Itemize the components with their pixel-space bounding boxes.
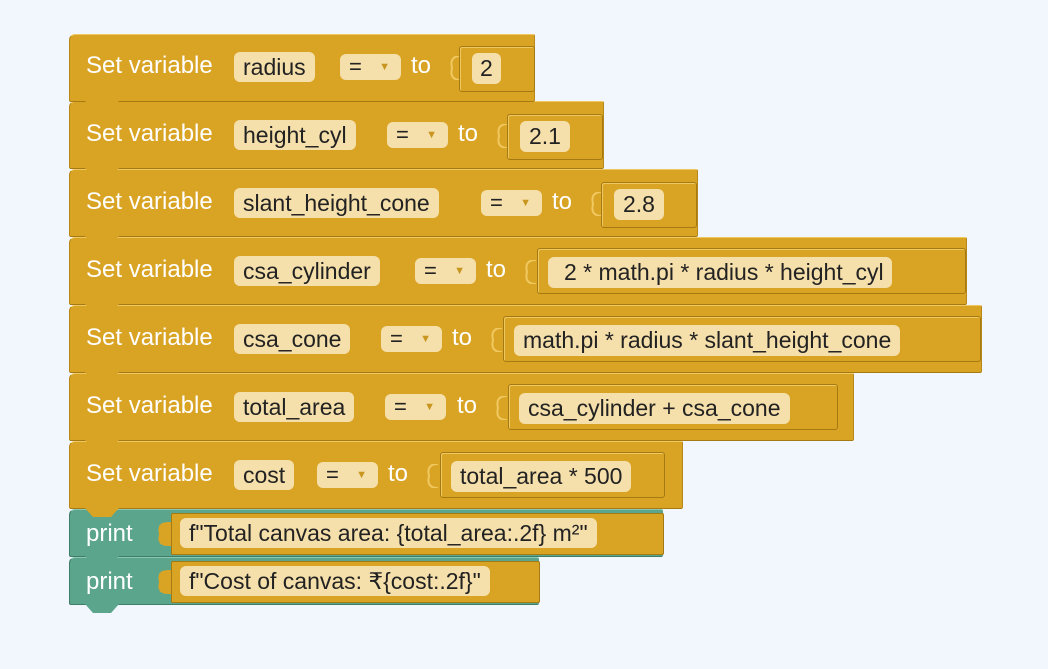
print-block-total-area[interactable]: print f"Total canvas area: {total_area:.… [69, 509, 664, 565]
operator-label: = [424, 258, 437, 283]
operator-label: = [396, 122, 409, 147]
variable-name-field[interactable]: cost [234, 460, 295, 490]
print-value-slot[interactable]: f"Total canvas area: {total_area:.2f} m²… [171, 513, 664, 555]
value-input-slot[interactable]: 2 * math.pi * radius * height_cyl [537, 248, 966, 294]
set-variable-label: Set variable [86, 324, 213, 351]
operator-dropdown[interactable]: =▼ [415, 258, 476, 284]
block-connector-tab [85, 556, 119, 565]
operator-label: = [326, 462, 339, 487]
block-connector-tab [85, 604, 119, 613]
to-label: to [388, 460, 409, 487]
block-connector-tab [85, 508, 119, 517]
to-label: to [452, 324, 473, 351]
set-variable-block-total-area[interactable]: Set variable total_area =▼ to csa_cylind… [69, 373, 854, 449]
dropdown-arrow-icon: ▼ [454, 265, 465, 277]
input-plug-icon [591, 192, 602, 216]
variable-name-field[interactable]: slant_height_cone [234, 188, 439, 218]
variable-name-field[interactable]: radius [234, 52, 315, 82]
block-connector-tab [85, 304, 119, 313]
input-plug-icon [491, 328, 502, 352]
dropdown-arrow-icon: ▼ [520, 197, 531, 209]
operator-dropdown[interactable]: =▼ [340, 54, 401, 80]
input-plug-icon [427, 464, 438, 488]
input-plug-icon [450, 56, 461, 80]
value-input-slot[interactable]: 2 [459, 46, 535, 92]
set-variable-block-height-cyl[interactable]: Set variable height_cyl =▼ to 2.1 [69, 101, 604, 177]
value-field[interactable]: 2.1 [520, 121, 570, 152]
operator-label: = [394, 394, 407, 419]
to-label: to [458, 120, 479, 147]
operator-dropdown[interactable]: =▼ [381, 326, 442, 352]
set-variable-label: Set variable [86, 256, 213, 283]
set-variable-label: Set variable [86, 460, 213, 487]
block-connector-tab [85, 440, 119, 449]
set-variable-label: Set variable [86, 188, 213, 215]
input-plug-icon [158, 522, 172, 546]
value-field[interactable]: csa_cylinder + csa_cone [519, 393, 790, 424]
variable-name-field[interactable]: csa_cone [234, 324, 351, 354]
set-variable-block-radius[interactable]: Set variable radius =▼ to 2 [69, 34, 535, 110]
operator-dropdown[interactable]: =▼ [385, 394, 446, 420]
input-plug-icon [525, 260, 536, 284]
variable-name-field[interactable]: height_cyl [234, 120, 356, 150]
print-value-field[interactable]: f"Cost of canvas: ₹{cost:.2f}" [180, 566, 490, 596]
print-label: print [86, 520, 133, 547]
operator-label: = [349, 54, 362, 79]
value-field[interactable]: 2 [472, 53, 501, 84]
value-field[interactable]: total_area * 500 [451, 461, 632, 492]
value-field[interactable]: 2 * math.pi * radius * height_cyl [548, 257, 892, 288]
value-input-slot[interactable]: total_area * 500 [440, 452, 665, 498]
dropdown-arrow-icon: ▼ [420, 333, 431, 345]
value-field[interactable]: math.pi * radius * slant_height_cone [514, 325, 901, 356]
set-variable-label: Set variable [86, 392, 213, 419]
dropdown-arrow-icon: ▼ [424, 401, 435, 413]
dropdown-arrow-icon: ▼ [426, 129, 437, 141]
set-variable-block-cost[interactable]: Set variable cost =▼ to total_area * 500 [69, 441, 683, 517]
set-variable-block-csa-cone[interactable]: Set variable csa_cone =▼ to math.pi * ra… [69, 305, 982, 381]
print-block-cost[interactable]: print f"Cost of canvas: ₹{cost:.2f}" [69, 557, 540, 613]
set-variable-block-csa-cylinder[interactable]: Set variable csa_cylinder =▼ to 2 * math… [69, 237, 967, 313]
set-variable-label: Set variable [86, 52, 213, 79]
block-connector-tab [85, 236, 119, 245]
value-input-slot[interactable]: 2.8 [601, 182, 697, 228]
operator-dropdown[interactable]: =▼ [387, 122, 448, 148]
to-label: to [457, 392, 478, 419]
to-label: to [552, 188, 573, 215]
set-variable-block-slant-height-cone[interactable]: Set variable slant_height_cone =▼ to 2.8 [69, 169, 698, 245]
to-label: to [486, 256, 507, 283]
input-plug-icon [497, 124, 508, 148]
print-label: print [86, 568, 133, 595]
input-plug-icon [496, 396, 507, 420]
operator-dropdown[interactable]: =▼ [481, 190, 542, 216]
block-connector-tab [85, 372, 119, 381]
dropdown-arrow-icon: ▼ [356, 469, 367, 481]
set-variable-label: Set variable [86, 120, 213, 147]
operator-label: = [490, 190, 503, 215]
operator-dropdown[interactable]: =▼ [317, 462, 378, 488]
print-value-field[interactable]: f"Total canvas area: {total_area:.2f} m²… [180, 518, 597, 548]
value-input-slot[interactable]: 2.1 [507, 114, 603, 160]
dropdown-arrow-icon: ▼ [379, 61, 390, 73]
to-label: to [411, 52, 432, 79]
value-input-slot[interactable]: math.pi * radius * slant_height_cone [503, 316, 981, 362]
block-connector-tab [85, 168, 119, 177]
block-connector-tab [85, 101, 119, 110]
variable-name-field[interactable]: total_area [234, 392, 355, 422]
variable-name-field[interactable]: csa_cylinder [234, 256, 380, 286]
print-value-slot[interactable]: f"Cost of canvas: ₹{cost:.2f}" [171, 561, 540, 603]
value-field[interactable]: 2.8 [614, 189, 664, 220]
input-plug-icon [158, 570, 172, 594]
operator-label: = [390, 326, 403, 351]
value-input-slot[interactable]: csa_cylinder + csa_cone [508, 384, 838, 430]
